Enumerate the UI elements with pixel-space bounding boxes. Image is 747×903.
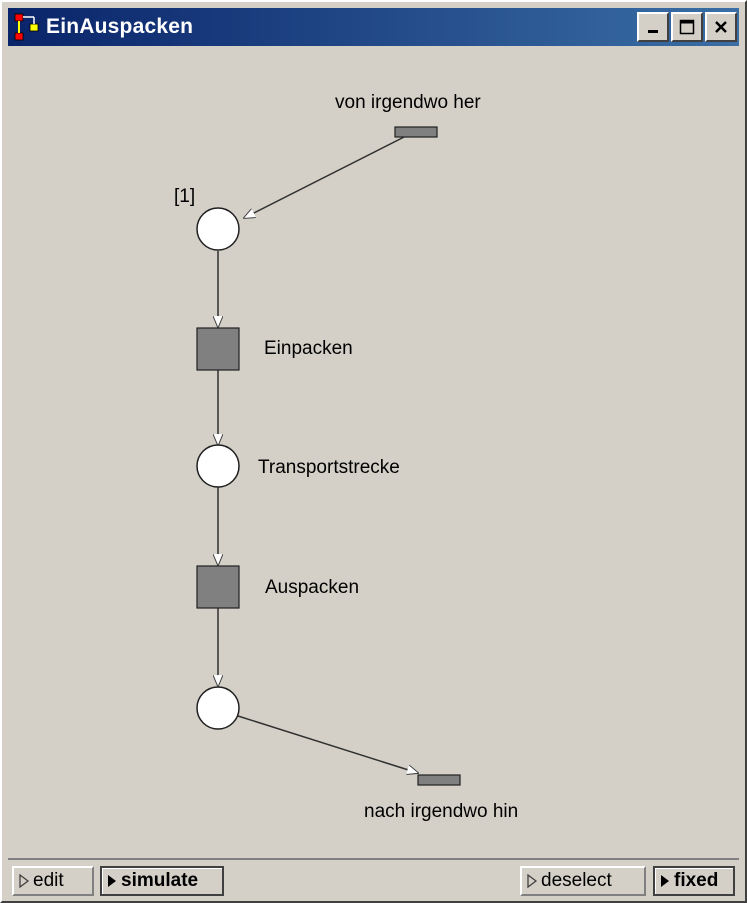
petri-net-canvas[interactable]: von irgendwo her [1] Einpacken Transport… xyxy=(8,46,739,854)
triangle-filled-icon xyxy=(661,875,669,887)
place-transportstrecke[interactable] xyxy=(196,444,240,488)
deselect-button[interactable]: deselect xyxy=(520,866,646,896)
triangle-filled-icon xyxy=(108,875,116,887)
minimize-icon xyxy=(648,30,658,33)
place-1-marking: [1] xyxy=(174,186,196,207)
triangle-outline-icon xyxy=(527,874,538,888)
output-transition[interactable] xyxy=(417,774,461,786)
place-1[interactable] xyxy=(196,207,240,251)
minimize-button[interactable] xyxy=(637,12,669,42)
deselect-label: deselect xyxy=(541,870,612,891)
arc-place3-to-output xyxy=(237,715,418,773)
mode-bar: edit simulate deselect fixed xyxy=(8,858,739,898)
auspacken-label: Auspacken xyxy=(265,577,360,598)
close-icon xyxy=(715,21,727,33)
window-title: EinAuspacken xyxy=(46,15,194,38)
edit-mode-button[interactable]: edit xyxy=(12,866,94,896)
petri-net-app-icon xyxy=(14,13,39,41)
input-transition[interactable] xyxy=(394,126,438,138)
title-buttons xyxy=(635,12,737,42)
place-3[interactable] xyxy=(196,686,240,730)
einpacken-label: Einpacken xyxy=(264,338,353,359)
maximize-icon xyxy=(679,19,695,35)
maximize-button[interactable] xyxy=(671,12,703,42)
transition-einpacken[interactable] xyxy=(196,327,240,371)
arc-input-to-place1 xyxy=(244,133,411,218)
transition-auspacken[interactable] xyxy=(196,565,240,609)
petri-net-graph xyxy=(196,126,461,786)
close-button[interactable] xyxy=(705,12,737,42)
transportstrecke-label: Transportstrecke xyxy=(258,457,400,478)
fixed-button[interactable]: fixed xyxy=(653,866,735,896)
edit-label: edit xyxy=(33,870,64,891)
simulate-mode-button[interactable]: simulate xyxy=(100,866,224,896)
output-transition-label: nach irgendwo hin xyxy=(364,801,519,822)
title-bar[interactable]: EinAuspacken xyxy=(8,8,739,46)
triangle-outline-icon xyxy=(19,874,30,888)
simulate-label: simulate xyxy=(121,870,199,891)
fixed-label: fixed xyxy=(674,870,719,891)
input-transition-label: von irgendwo her xyxy=(335,92,481,113)
